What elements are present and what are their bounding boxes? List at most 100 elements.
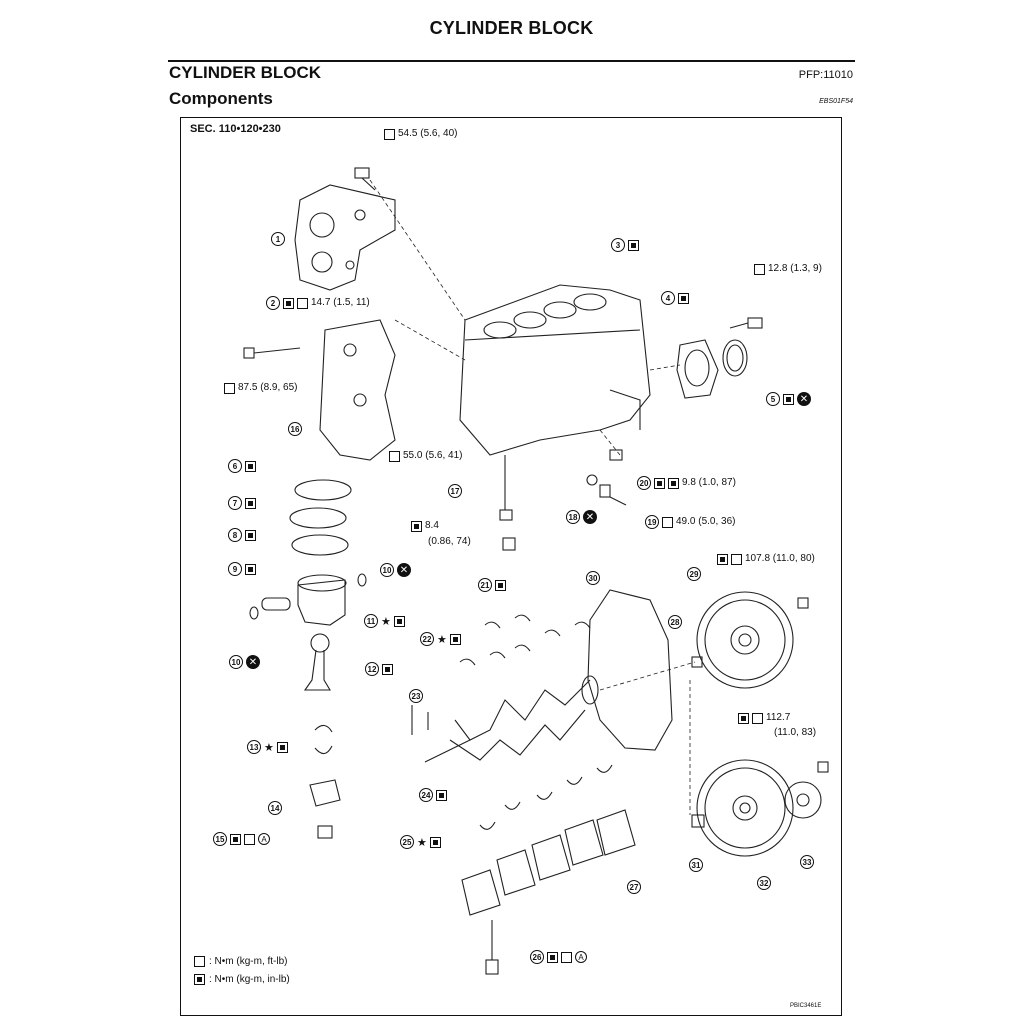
drive-plate-drawing: [696, 759, 794, 857]
callout-12: 12: [365, 662, 393, 676]
sealant-icon: [654, 477, 665, 489]
piston-rings-drawing: [289, 479, 352, 556]
drive-plate-bolt-drawing: [817, 761, 829, 773]
main-bearings-upper-drawing: [459, 614, 591, 666]
torque-wrench-inlb-icon: [411, 520, 422, 532]
callout-5: 5 ✕: [766, 392, 811, 406]
ref-code: EBS01F54: [819, 98, 853, 105]
front-cover-drawing: [294, 184, 396, 291]
callout-31: 31: [689, 858, 703, 872]
oil-icon: [245, 529, 256, 541]
torque-wrench-inlb-icon: [668, 477, 679, 489]
callout-25: 25 ★: [400, 835, 441, 849]
callout-11: 11 ★: [364, 614, 405, 628]
piston-drawing: [249, 573, 367, 626]
callout-26: 26 A: [530, 950, 587, 964]
callout-15: 15 A: [213, 832, 270, 846]
callout-16: 16: [288, 422, 302, 436]
callout-2: 2 14.7 (1.5, 11): [266, 296, 370, 310]
torque-wrench-inlb-icon: [194, 974, 205, 985]
callout-30: 30: [586, 571, 600, 585]
bracket-bolt-drawing: [243, 347, 301, 359]
oil-icon: [717, 553, 728, 565]
callout-13: 13 ★: [247, 740, 288, 754]
callout-4: 4: [661, 291, 689, 305]
torque-wrench-icon: [731, 553, 742, 565]
callout-17: 17: [448, 484, 462, 498]
callout-8: 8: [228, 528, 256, 542]
star-icon: ★: [417, 836, 427, 849]
torque-84-sub: (0.86, 74): [428, 536, 471, 547]
callout-27: 27: [627, 880, 641, 894]
star-icon: ★: [264, 741, 274, 754]
callout-29: 29: [687, 567, 701, 581]
replace-icon: ✕: [797, 392, 811, 406]
callout-19: 19 49.0 (5.0, 36): [645, 515, 735, 529]
rear-plate-drawing: [587, 589, 673, 751]
replace-icon: ✕: [246, 655, 260, 669]
main-bearings-lower-drawing: [479, 764, 613, 830]
torque-wrench-icon: [297, 297, 308, 309]
star-icon: ★: [437, 633, 447, 646]
torque-wrench-icon: [752, 712, 763, 724]
torque-wrench-icon: [194, 956, 205, 967]
callout-10b: 10 ✕: [229, 655, 260, 669]
callout-7: 7: [228, 496, 256, 510]
main-caps-drawing: [461, 809, 636, 916]
oil-jet-drawing: [499, 455, 516, 551]
sealant-icon: [628, 239, 639, 251]
figure-frame: [180, 117, 842, 1016]
callout-20: 20 9.8 (1.0, 87): [637, 476, 736, 490]
torque-callout-84: 8.4: [411, 520, 439, 532]
sealant-icon: [283, 297, 294, 309]
torque-wrench-icon: [224, 382, 235, 394]
star-icon: ★: [381, 615, 391, 628]
callout-18: 18 ✕: [566, 510, 597, 524]
cylinder-block-drawing: [459, 284, 651, 456]
legend-ftlb: : N•m (kg-m, ft-lb): [194, 956, 288, 967]
oil-icon: [245, 460, 256, 472]
callout-3: 3: [611, 238, 639, 252]
torque-wrench-icon: [754, 263, 765, 275]
torque-callout-55: 55.0 (5.6, 41): [389, 450, 462, 462]
connecting-rod-drawing: [303, 633, 331, 691]
angle-icon: A: [575, 951, 587, 963]
reinforcement-plate-drawing: [784, 781, 822, 819]
callout-14: 14: [268, 801, 282, 815]
oil-icon: [276, 741, 288, 753]
legend-inlb: : N•m (kg-m, in-lb): [194, 974, 290, 985]
drain-fittings-drawing: [586, 449, 627, 506]
callout-9: 9: [228, 562, 256, 576]
callout-10a: 10 ✕: [380, 563, 411, 577]
figure-code: PBIC3461E: [790, 1003, 822, 1009]
oil-icon: [547, 951, 558, 963]
callout-23: 23: [409, 689, 423, 703]
oil-icon: [495, 579, 506, 591]
oil-icon: [393, 615, 405, 627]
right-bolt-drawing: [729, 317, 763, 329]
spacer-drawing: [691, 814, 705, 828]
torque-callout-bracket: 87.5 (8.9, 65): [224, 382, 297, 394]
crankshaft-drawing: [424, 675, 599, 763]
oil-icon: [429, 836, 441, 848]
torque-wrench-icon: [244, 833, 255, 845]
callout-32: 32: [757, 876, 771, 890]
angle-icon: A: [258, 833, 270, 845]
callout-33: 33: [800, 855, 814, 869]
oil-icon: [382, 663, 393, 675]
callout-28: 28: [668, 615, 682, 629]
oil-icon: [738, 712, 749, 724]
torque-callout-flywheel: 107.8 (11.0, 80): [717, 553, 815, 565]
torque-wrench-icon: [389, 450, 400, 462]
torque-callout-right: 12.8 (1.3, 9): [754, 263, 822, 275]
replace-icon: ✕: [397, 563, 411, 577]
oil-icon: [449, 633, 461, 645]
torque-callout-1127: 112.7: [738, 712, 790, 724]
subsection-title: Components: [169, 89, 273, 108]
flywheel-drawing: [696, 591, 794, 689]
oil-icon: [245, 497, 256, 509]
conrod-bearings-drawing: [314, 724, 333, 755]
header-rule: [168, 60, 855, 62]
callout-6: 6: [228, 459, 256, 473]
